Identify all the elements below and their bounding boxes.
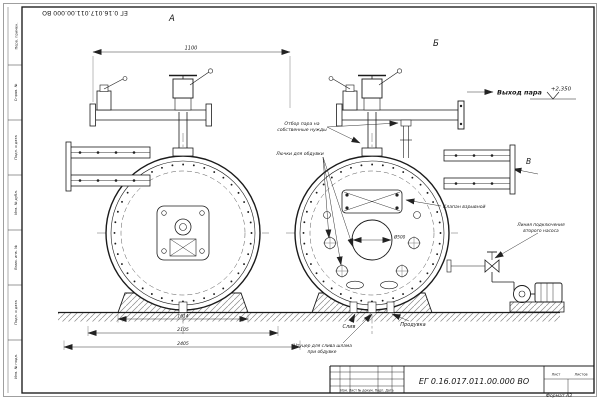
- pump-line-label-line2: второго насоса: [523, 229, 559, 234]
- drain-label: Слив: [343, 324, 356, 330]
- explosion-valve-label: Клапан взрывной: [443, 204, 486, 210]
- explosion-valve: [341, 189, 403, 214]
- valve-weight: [208, 68, 214, 74]
- pump-foundation: [509, 301, 565, 313]
- blowdown-hatches: [323, 211, 421, 290]
- sheet-label: Лист: [552, 373, 561, 377]
- bolt-circle-b: [302, 163, 442, 303]
- sludge-label-line1: Штуцер для слива шлама: [292, 343, 352, 349]
- flange: [89, 103, 96, 127]
- margin-label: Подп. и дата: [14, 300, 18, 324]
- top-stamp-doc-number: ЕГ 0.16.017.011.00.000 ВО: [42, 9, 128, 16]
- vessel-shell-b: [294, 155, 450, 311]
- flange: [205, 103, 212, 127]
- pump-line-label-line1: Линия подключения: [516, 222, 565, 228]
- elevation-mark: +2,350: [530, 87, 576, 100]
- flange: [336, 103, 343, 127]
- pump-motor: [534, 282, 563, 303]
- ground-hatching: [58, 311, 560, 322]
- sheet-border: [3, 3, 597, 397]
- margin-label: Подп. и дата: [14, 135, 18, 159]
- own-needs-takeoff: [400, 119, 412, 158]
- feed-pump-unit: [446, 251, 565, 313]
- dimension-lines: 1100 1614 2105 2405: [63, 46, 301, 350]
- drain-stub: [349, 301, 358, 313]
- margin-label: Перв. примен.: [15, 23, 19, 50]
- drawing-frame: [3, 3, 597, 397]
- view-v-arrow: [512, 167, 539, 175]
- doc-number: ЕГ 0.16.017.011.00.000 ВО: [419, 377, 529, 386]
- outlet-flange: [457, 100, 465, 130]
- peephole: [174, 218, 192, 236]
- sludge-label-line2: при обдувке: [308, 349, 337, 355]
- callout-leaders: [322, 120, 539, 344]
- lever-safety-valve: [96, 76, 128, 111]
- steam-outlet-label: Выход пара: [497, 89, 542, 97]
- valve-weight: [328, 76, 334, 81]
- valve-weight: [396, 68, 402, 74]
- side-rails-a: [65, 141, 151, 192]
- own-needs-label-line2: собственные нужды: [277, 127, 327, 133]
- sheets-label: Листов: [574, 373, 587, 377]
- inner-frame: [21, 6, 595, 394]
- blowdown-label: Продувка: [400, 322, 425, 328]
- view-label-v: В: [526, 157, 531, 166]
- bolt-circle-a: [113, 163, 253, 303]
- main-steam-valve-a: [169, 68, 214, 111]
- valve-weight: [122, 76, 128, 81]
- flange: [446, 259, 452, 273]
- center-diameter-dim: Ø500: [393, 235, 406, 240]
- title-block: Изм. Лист № докум. Подп. Дата ЕГ 0.16.01…: [329, 365, 594, 399]
- callout-texts: Отбор пара на собственные нужды Лючки дл…: [275, 121, 565, 355]
- dim-mid: 2105: [177, 327, 189, 333]
- vessel-front-view-a: [105, 155, 261, 311]
- margin-label: Взам. инв. №: [14, 245, 18, 270]
- view-label-b: Б: [433, 39, 439, 49]
- main-steam-valve-b: [358, 68, 402, 111]
- left-margin-strip: Перв. примен. Справ. № Подп. и дата Инв.…: [8, 23, 22, 379]
- blowdown-stub: [386, 301, 395, 313]
- title-block-columns: Изм. Лист № докум. Подп. Дата: [340, 389, 393, 393]
- drain-stubs: [178, 301, 395, 313]
- view-label-a: А: [168, 14, 175, 24]
- safety-valve-assembly-a: [89, 68, 214, 157]
- rail-end-plate: [509, 144, 516, 195]
- dim-base: 1614: [177, 314, 188, 320]
- dim-top: 1100: [185, 46, 198, 52]
- hatches-label: Лючки для обдувки: [275, 151, 324, 157]
- rail-end-plate: [65, 141, 72, 192]
- own-needs-label-line1: Отбор пара на: [284, 121, 319, 127]
- side-rails-b: [443, 144, 516, 195]
- dim-total: 2405: [177, 341, 189, 347]
- vessel-front-view-b: Ø500: [294, 155, 450, 311]
- furnace-door: [156, 205, 210, 261]
- lever-safety-valve: [328, 76, 358, 111]
- sludge-stub: [367, 301, 377, 313]
- pump-volute: [513, 285, 531, 303]
- margin-label: Справ. №: [14, 83, 18, 101]
- shutoff-valve: [484, 259, 500, 273]
- margin-label: Инв. № подл.: [14, 354, 18, 379]
- steam-outlet-piping: [328, 68, 465, 158]
- elevation-value: +2,350: [551, 87, 572, 93]
- margin-label: Инв. № дубл.: [14, 190, 18, 215]
- format-label: Формат А3: [546, 393, 572, 399]
